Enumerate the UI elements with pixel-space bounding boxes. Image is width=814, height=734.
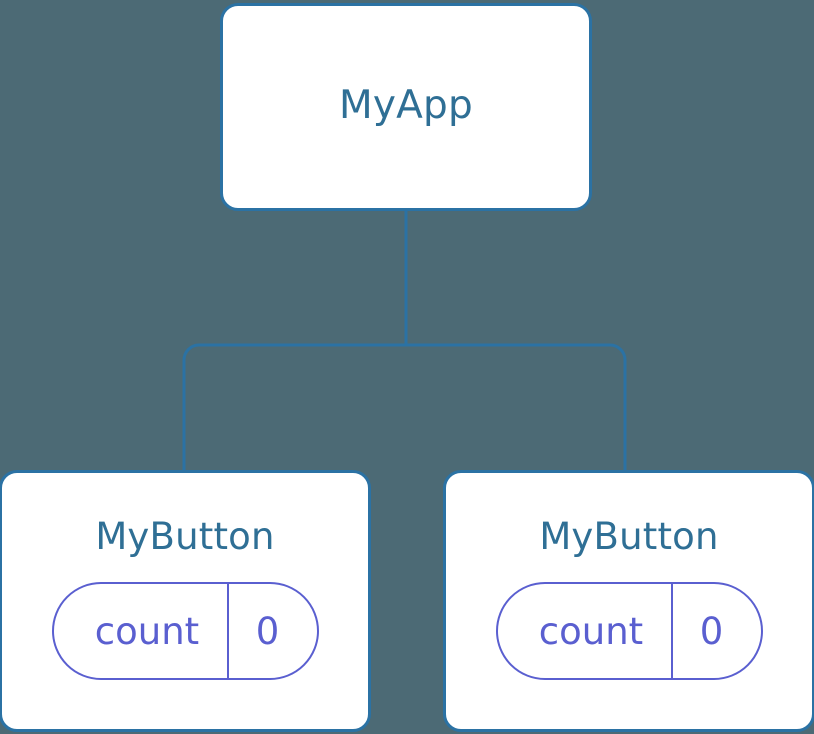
- state-pill[interactable]: count 0: [51, 582, 319, 680]
- state-value: 0: [699, 609, 724, 653]
- node-label: MyButton: [539, 515, 719, 558]
- tree-node-mybutton-0[interactable]: MyButton count 0: [0, 470, 371, 732]
- edge-to-child-0: [182, 343, 406, 472]
- state-value: 0: [255, 609, 280, 653]
- state-key: count: [498, 584, 673, 678]
- tree-node-myapp[interactable]: MyApp: [220, 3, 592, 211]
- tree-node-mybutton-1[interactable]: MyButton count 0: [443, 470, 814, 732]
- state-pill[interactable]: count 0: [495, 582, 763, 680]
- state-key: count: [54, 584, 229, 678]
- node-label: MyApp: [339, 82, 473, 128]
- node-label: MyButton: [95, 515, 275, 558]
- edge-to-child-1: [406, 343, 627, 472]
